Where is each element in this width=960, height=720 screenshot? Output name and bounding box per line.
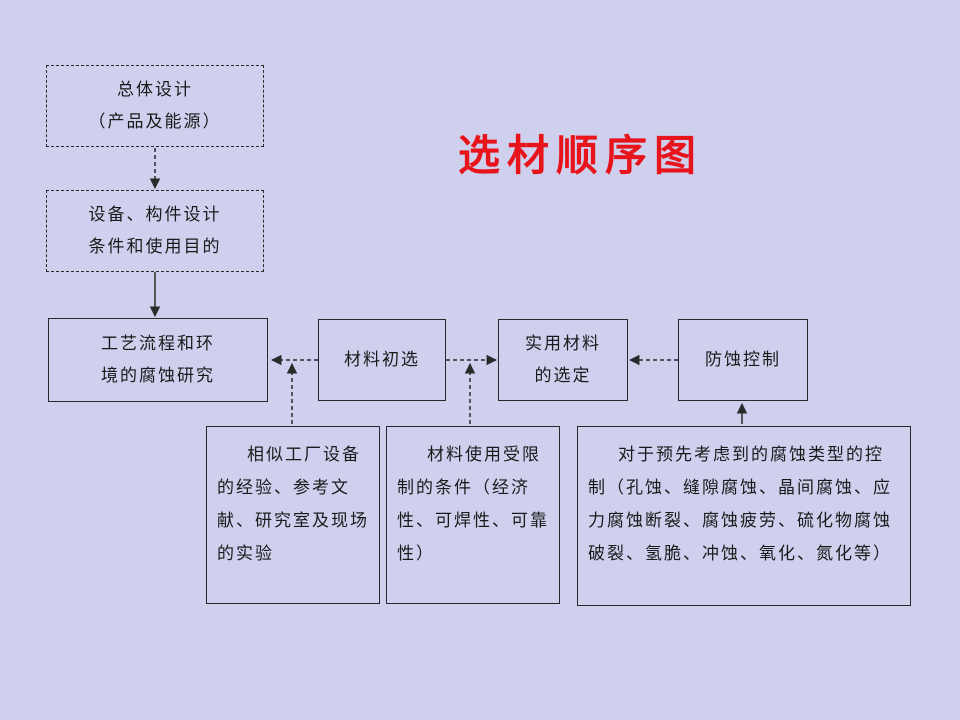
- node-usage-limits-text: 材料使用受限制的条件（经济性、可焊性、可靠性）: [397, 445, 549, 564]
- node-corrosion-types-text: 对于预先考虑到的腐蚀类型的控制（孔蚀、缝隙腐蚀、晶间腐蚀、应力腐蚀断裂、腐蚀疲劳…: [588, 445, 892, 564]
- node-process-study: 工艺流程和环 境的腐蚀研究: [48, 318, 268, 402]
- node-similar-experience: 相似工厂设备的经验、参考文献、研究室及现场的实验: [206, 426, 380, 604]
- diagram-title: 选材顺序图: [458, 131, 704, 180]
- node-equipment-design: 设备、构件设计 条件和使用目的: [46, 190, 264, 272]
- node-preliminary-selection-line-1: 材料初选: [344, 350, 420, 370]
- node-corrosion-types: 对于预先考虑到的腐蚀类型的控制（孔蚀、缝隙腐蚀、晶间腐蚀、应力腐蚀断裂、腐蚀疲劳…: [577, 426, 911, 606]
- node-process-study-line-2: 境的腐蚀研究: [101, 366, 215, 386]
- node-equipment-design-line-1: 设备、构件设计: [88, 205, 222, 225]
- node-process-study-line-1: 工艺流程和环: [101, 334, 215, 354]
- node-final-selection: 实用材料 的选定: [498, 319, 628, 401]
- node-preliminary-selection: 材料初选: [318, 319, 446, 401]
- node-corrosion-control-line-1: 防蚀控制: [705, 350, 781, 370]
- node-overall-design: 总体设计 （产品及能源）: [46, 65, 264, 147]
- node-overall-design-line-2: （产品及能源）: [88, 112, 222, 132]
- node-similar-experience-text: 相似工厂设备的经验、参考文献、研究室及现场的实验: [217, 445, 369, 564]
- node-final-selection-line-2: 的选定: [534, 366, 592, 386]
- node-overall-design-line-1: 总体设计: [117, 80, 193, 100]
- node-final-selection-line-1: 实用材料: [525, 334, 601, 354]
- node-corrosion-control: 防蚀控制: [678, 319, 808, 401]
- node-usage-limits: 材料使用受限制的条件（经济性、可焊性、可靠性）: [386, 426, 560, 604]
- node-equipment-design-line-2: 条件和使用目的: [88, 237, 222, 257]
